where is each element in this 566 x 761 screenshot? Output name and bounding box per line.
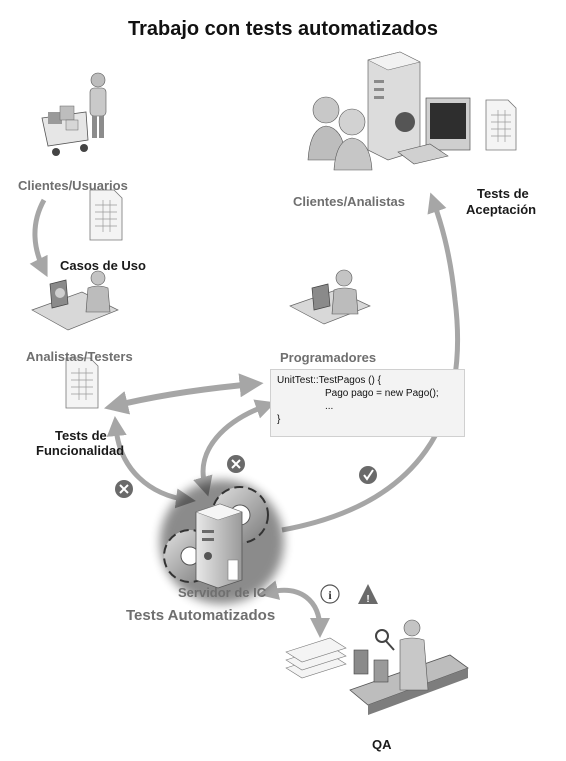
arrow-servidor-to-clientes-analistas — [281, 192, 461, 533]
fail-icon — [115, 480, 133, 498]
arrow-servidor-to-qa — [258, 580, 330, 638]
label-programadores: Programadores — [280, 350, 377, 365]
label-analistas-testers: Analistas/Testers — [26, 349, 133, 364]
programmer-workstation-icon — [289, 269, 371, 325]
flow-arrows — [29, 192, 461, 638]
label-casos-de-uso: Casos de Uso — [60, 258, 146, 273]
svg-text:i: i — [328, 588, 332, 602]
warning-icon: ! — [358, 584, 378, 605]
code-line: ... — [325, 401, 334, 412]
pass-icon — [359, 466, 377, 484]
arrow-programadores-to-tests-funcionalidad — [103, 373, 264, 415]
code-line: Pago pago = new Pago(); — [325, 388, 439, 399]
analyst-workstation-icon — [31, 270, 119, 331]
info-icon: i — [320, 584, 340, 604]
shopper-icon — [41, 72, 107, 156]
qa-inspection-icon — [285, 619, 469, 715]
code-snippet: UnitTest::TestPagos () { Pago pago = new… — [270, 369, 465, 437]
ci-server-icon — [160, 480, 284, 604]
arrow-clientes-to-analistas — [29, 198, 48, 278]
label-tests-aceptacion-line1: Tests de — [477, 186, 529, 201]
tests-aceptacion-document-icon — [485, 99, 517, 151]
arrow-servidor-to-programadores — [193, 399, 276, 497]
label-clientes-usuarios: Clientes/Usuarios — [18, 178, 128, 193]
label-tests-aceptacion-line2: Aceptación — [466, 202, 537, 217]
label-qa: QA — [372, 737, 392, 752]
label-clientes-analistas: Clientes/Analistas — [293, 194, 405, 209]
label-tests-funcionalidad-line1: Tests de — [55, 428, 107, 443]
code-line: } — [277, 414, 281, 425]
svg-text:!: ! — [366, 594, 369, 605]
code-line: UnitTest::TestPagos () { — [277, 375, 381, 386]
arrow-tests-funcionalidad-to-servidor — [106, 416, 196, 509]
diagram-title: Trabajo con tests automatizados — [127, 18, 439, 40]
label-servidor-ic: Servidor de IC — [178, 585, 267, 600]
label-tests-automatizados: Tests Automatizados — [126, 607, 276, 624]
fail-icon — [227, 455, 245, 473]
clientes-analistas-group-icon — [307, 51, 471, 171]
tests-funcionalidad-document-icon — [65, 357, 99, 409]
casos-de-uso-document-icon — [89, 189, 123, 241]
label-tests-funcionalidad-line2: Funcionalidad — [36, 443, 125, 458]
